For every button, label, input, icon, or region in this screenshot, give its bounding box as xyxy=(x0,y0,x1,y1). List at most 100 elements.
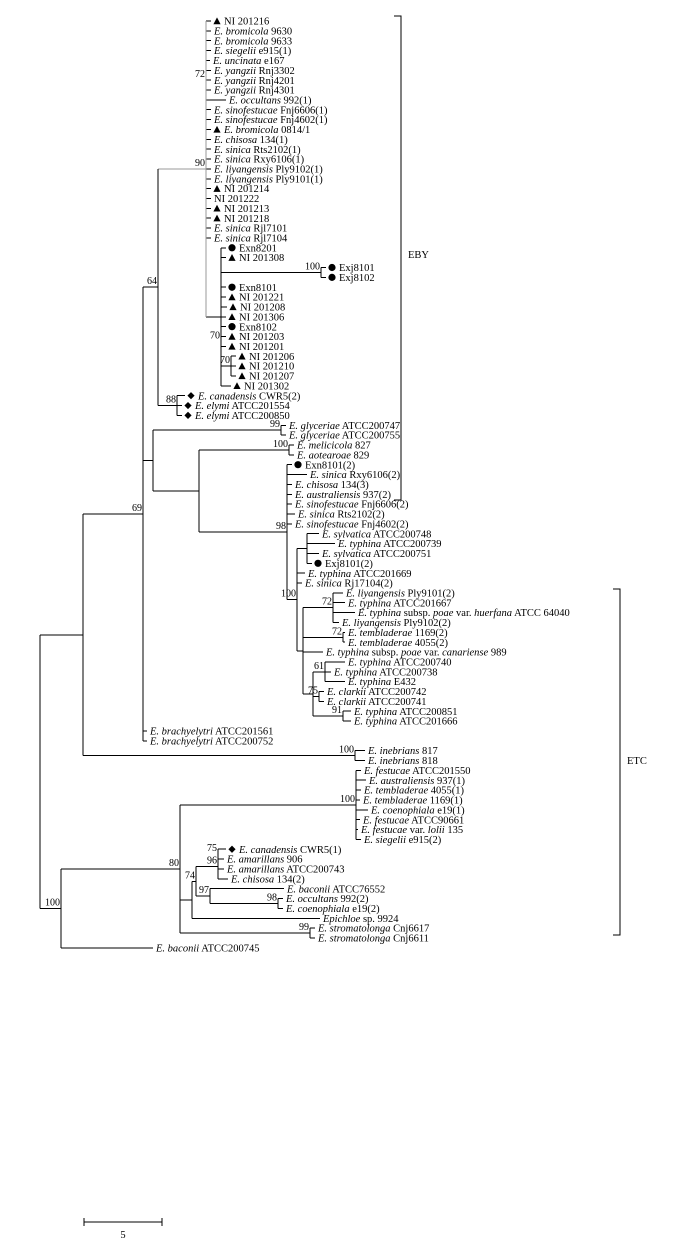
triangle-marker xyxy=(213,17,221,25)
bootstrap-value: 96 xyxy=(207,855,217,866)
bootstrap-value: 69 xyxy=(132,503,142,514)
bootstrap-value: 75 xyxy=(308,685,318,696)
taxon-label: Epichloe sp. 9924 xyxy=(322,914,399,925)
clade-bracket-eby: EBY xyxy=(394,15,429,501)
taxon-label: E. liyangensis Ply9102(2) xyxy=(341,618,451,629)
taxon-label: E. sinofestucae Fnj4602(2) xyxy=(294,519,409,530)
taxon-label: E. festucae ATCC90661 xyxy=(362,815,464,826)
circle-marker xyxy=(228,323,236,331)
taxon-label: E. canadensis CWR5(2) xyxy=(197,391,301,402)
taxon-label: E. aotearoae 829 xyxy=(296,450,369,461)
taxon-label: E. tembladerae 1169(2) xyxy=(347,628,448,639)
taxon-label: E. yangzii Rnj3302 xyxy=(213,66,295,77)
bootstrap-value: 99 xyxy=(270,419,280,430)
taxon-label: E. liyangensis Ply9101(1) xyxy=(213,174,323,185)
triangle-marker xyxy=(228,293,236,301)
taxon-label: E. typhina ATCC200739 xyxy=(337,539,442,550)
taxon-label: E. glyceriae ATCC200755 xyxy=(288,431,400,442)
taxon-label: E. brachyelytri ATCC200752 xyxy=(149,736,273,747)
taxon-label: E. melicicola 827 xyxy=(296,441,371,452)
bootstrap-value: 100 xyxy=(45,897,60,908)
taxon-label: Exj8102 xyxy=(339,273,375,284)
taxon-label: NI 201302 xyxy=(244,381,289,392)
taxon-label: E. typhina ATCC200738 xyxy=(333,667,438,678)
bootstrap-value: 70 xyxy=(220,355,230,366)
taxon-label: E. yangzii Rnj4201 xyxy=(213,76,295,87)
taxon-label: E. tembladerae 4055(2) xyxy=(347,638,449,649)
circle-marker xyxy=(314,559,322,567)
circle-marker xyxy=(328,273,336,281)
triangle-marker xyxy=(238,362,246,370)
taxon-label: E. chisosa 134(1) xyxy=(213,135,288,146)
taxon-label: E. baconii ATCC200745 xyxy=(155,943,260,954)
clade-label-etc: ETC xyxy=(627,756,647,767)
taxon-label: E. sinofestucae Fnj6606(1) xyxy=(213,105,328,116)
bootstrap-value: 90 xyxy=(195,158,205,169)
taxon-label: E. sinica Rts2102(1) xyxy=(213,145,301,156)
taxon-label: E. sinica Rj17104(2) xyxy=(304,579,393,590)
taxon-label: E. typhina subsp. poae var. huerfana ATC… xyxy=(357,608,570,619)
taxon-label: E. typhina ATCC200740 xyxy=(347,658,452,669)
taxon-label: NI 201201 xyxy=(239,342,284,353)
taxon-label: E. clarkii ATCC200741 xyxy=(326,697,426,708)
bootstrap-value: 100 xyxy=(340,794,355,805)
scale-bar-label: 5 xyxy=(120,1230,125,1241)
triangle-marker xyxy=(213,185,221,192)
taxon-label: Exj8101 xyxy=(339,263,375,274)
bootstrap-value: 75 xyxy=(207,843,217,854)
bootstrap-value: 72 xyxy=(322,597,332,608)
taxon-label: E. glyceriae ATCC200747 xyxy=(288,421,400,432)
triangle-marker xyxy=(238,372,246,380)
taxon-label: E. occultans 992(1) xyxy=(228,95,312,106)
taxon-label: E. liyangensis Ply9102(1) xyxy=(213,165,323,176)
taxon-label: E. typhina subsp. poae var. canariense 9… xyxy=(325,648,507,659)
taxon-label: E. amarillans ATCC200743 xyxy=(226,865,345,876)
taxon-label: NI 201203 xyxy=(239,332,284,343)
taxon-label: E. sinica Rxy6106(2) xyxy=(309,470,401,481)
taxon-label: E. siegelii e915(1) xyxy=(213,46,292,57)
circle-marker xyxy=(228,283,236,291)
taxon-label: E. typhina ATCC201666 xyxy=(353,717,458,728)
taxon-label: E. uncinata e167 xyxy=(212,56,284,67)
taxon-label: E. inebrians 818 xyxy=(367,756,438,767)
scale-bar: 5 xyxy=(83,1218,163,1241)
taxon-label: E. coenophiala e19(2) xyxy=(285,904,380,915)
bootstrap-value: 61 xyxy=(314,661,324,672)
taxon-label: E. tembladerae 1169(1) xyxy=(362,796,463,807)
taxon-label: E. baconii ATCC76552 xyxy=(286,884,385,895)
triangle-marker xyxy=(213,125,221,133)
bootstrap-value: 97 xyxy=(199,885,209,896)
taxon-label: NI 201208 xyxy=(240,303,285,314)
taxon-label: E. chisosa 134(2) xyxy=(230,874,305,885)
taxon-label: NI 201207 xyxy=(249,372,294,383)
taxon-label: E. sylvatica ATCC200751 xyxy=(321,549,431,560)
taxon-label: NI 201218 xyxy=(224,214,269,225)
triangle-marker xyxy=(233,382,241,390)
taxon-label: E. sinica Rjl7101 xyxy=(213,224,287,235)
bootstrap-value: 98 xyxy=(276,521,286,532)
bootstrap-value: 80 xyxy=(169,858,179,869)
taxon-label: NI 201221 xyxy=(239,293,284,304)
taxon-label: Exj8101(2) xyxy=(325,559,373,570)
clade-label-eby: EBY xyxy=(408,250,429,261)
taxon-label: E. australiensis 937(2) xyxy=(294,490,391,501)
circle-marker xyxy=(328,263,336,272)
taxon-label: NI 201214 xyxy=(224,184,270,195)
bootstrap-value: 100 xyxy=(339,745,354,756)
triangle-marker xyxy=(238,352,246,360)
taxon-label: E. bromicola 9633 xyxy=(213,36,292,47)
bootstrap-value: 98 xyxy=(267,892,277,903)
bootstrap-value: 70 xyxy=(210,330,220,341)
bootstrap-value: 100 xyxy=(281,589,296,600)
taxon-label: E. stromatolonga Cnj6611 xyxy=(317,934,429,945)
taxon-label: E. chisosa 134(3) xyxy=(294,480,369,491)
taxon-label: E. occultans 992(2) xyxy=(285,894,369,905)
taxon-label: E. sinica Rxy6106(1) xyxy=(213,155,305,166)
tree-branches xyxy=(39,20,368,949)
taxon-label: E. inebrians 817 xyxy=(367,746,438,757)
taxon-label: E. canadensis CWR5(1) xyxy=(238,845,342,856)
taxon-label: E. typhina E432 xyxy=(347,677,416,688)
taxon-label: NI 201222 xyxy=(214,194,259,205)
taxon-label: NI 201206 xyxy=(249,352,294,363)
